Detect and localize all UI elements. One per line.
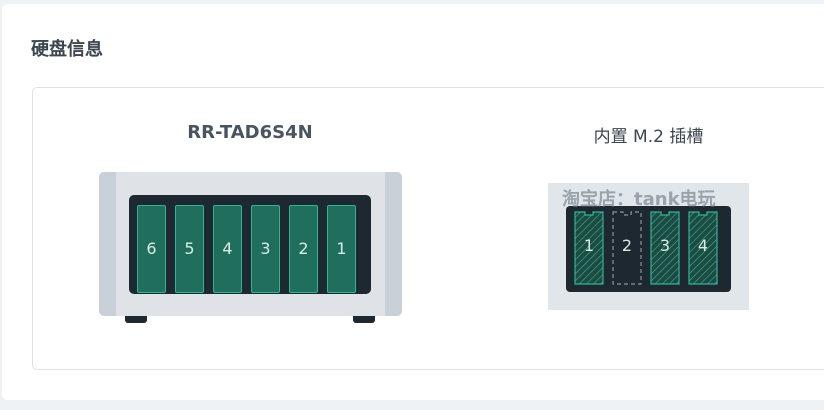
drive-bay-3[interactable]: 3 — [251, 205, 280, 293]
m2-slot-label: 4 — [697, 236, 709, 255]
m2-slot-4[interactable]: 4 — [688, 211, 718, 285]
m2-slot-1[interactable]: 1 — [574, 211, 604, 285]
drive-bay-4[interactable]: 4 — [213, 205, 242, 293]
m2-slot-label: 1 — [583, 236, 595, 255]
m2-slot-3[interactable]: 3 — [650, 211, 680, 285]
chassis-foot-right — [353, 316, 375, 323]
m2-slot-2[interactable]: 2 — [612, 211, 642, 285]
watermark-text: 淘宝店：tank电玩 — [562, 189, 716, 210]
m2-empty-slot-icon — [612, 211, 642, 285]
m2-slots-title: 内置 M.2 插槽 — [593, 127, 704, 147]
m2-slot-bay: 1 2 3 4 — [566, 206, 731, 292]
section-title: 硬盘信息 — [31, 39, 103, 60]
drive-bay-1[interactable]: 1 — [327, 205, 356, 293]
m2-ssd-icon — [574, 211, 604, 285]
drive-bay-6[interactable]: 6 — [137, 205, 166, 293]
device-model-title: RR-TAD6S4N — [187, 122, 313, 143]
m2-slot-label: 3 — [659, 236, 671, 255]
m2-slot-label: 2 — [621, 236, 633, 255]
drive-bay-panel: 6 5 4 3 2 1 — [129, 195, 371, 294]
m2-slot-panel: 1 2 3 4 — [548, 183, 749, 310]
m2-ssd-icon — [650, 211, 680, 285]
drive-bay-2[interactable]: 2 — [289, 205, 318, 293]
chassis-foot-left — [125, 316, 147, 323]
nas-chassis: 6 5 4 3 2 1 — [99, 172, 402, 316]
drive-bay-5[interactable]: 5 — [175, 205, 204, 293]
m2-ssd-icon — [688, 211, 718, 285]
